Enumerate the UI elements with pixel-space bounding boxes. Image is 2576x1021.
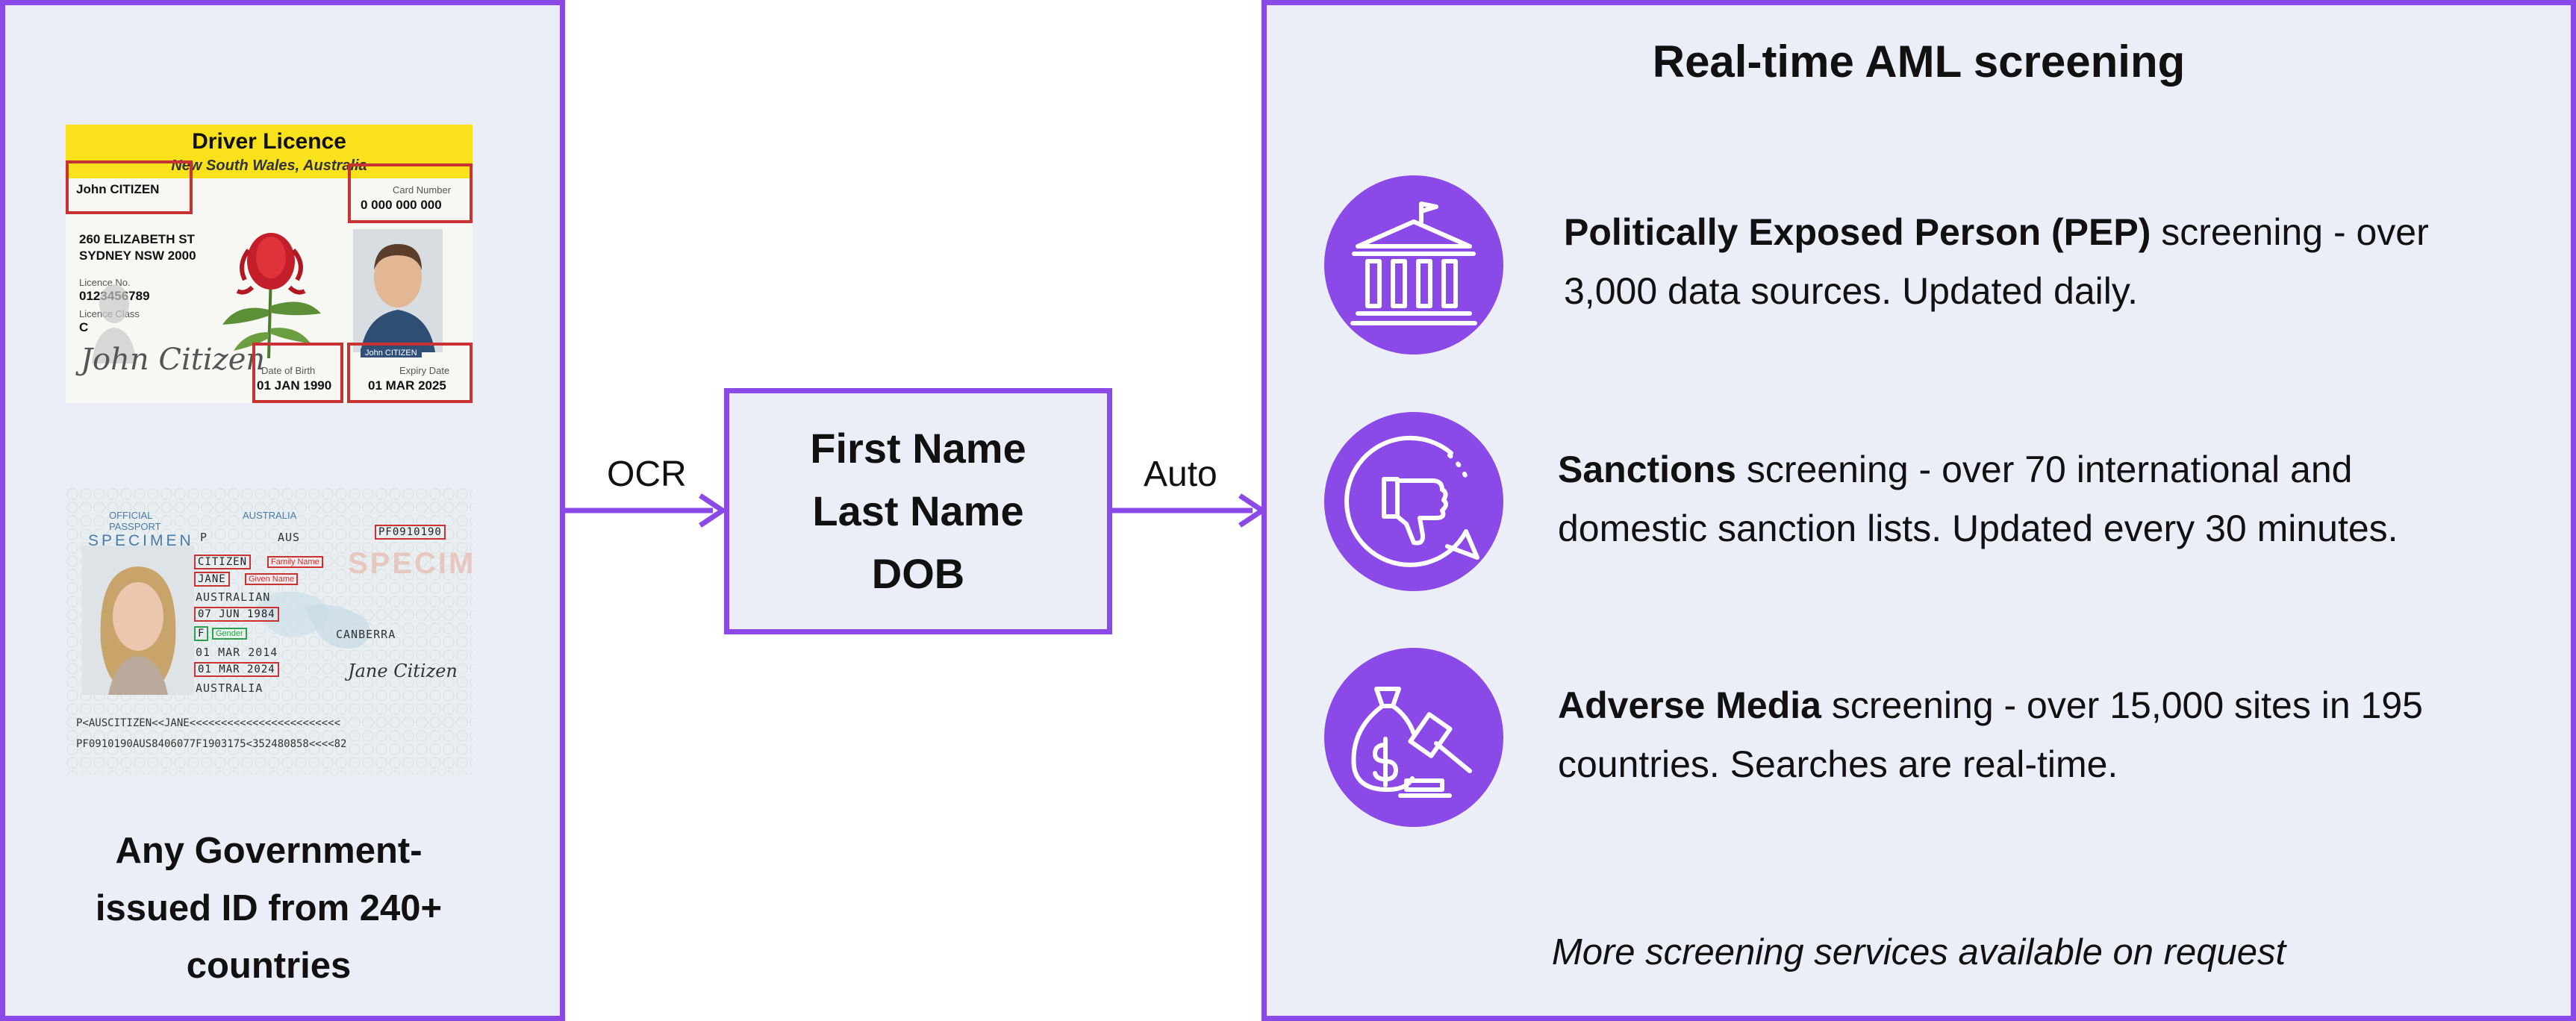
passport-sex: F: [194, 626, 209, 641]
pep-service-desc-2: 3,000 data sources. Updated daily.: [1564, 270, 2139, 312]
licence-photo-icon: [353, 229, 443, 352]
licence-signature: John Citizen: [81, 343, 266, 377]
extracted-fields-box: First Name Last Name DOB: [724, 388, 1112, 634]
licence-header: Driver Licence New South Wales, Australi…: [66, 125, 473, 178]
auto-label: Auto: [1144, 455, 1217, 494]
licence-class: C: [79, 320, 89, 334]
adverse-media-service-title: Adverse Media: [1558, 684, 1821, 726]
licence-name: John CITIZEN: [76, 182, 160, 196]
id-caption-line-3: countries: [186, 946, 352, 986]
card-number: 0 000 000 000: [361, 198, 442, 212]
expiry-highlight-box: [347, 343, 473, 403]
passport-image: OFFICIAL PASSPORT SPECIMEN AUSTRALIA P A…: [66, 487, 473, 775]
passport-place: CANBERRA: [336, 628, 396, 641]
passport-given-name: JANE: [194, 572, 230, 587]
licence-address-1: 260 ELIZABETH ST: [79, 232, 195, 246]
photo-caption: John CITIZEN: [361, 349, 422, 357]
ocr-label: OCR: [607, 455, 687, 494]
sanctions-service-desc-1: screening - over 70 international and: [1735, 449, 2353, 490]
driver-licence-image: Driver Licence New South Wales, Australi…: [66, 125, 473, 403]
aml-panel-title: Real-time AML screening: [1652, 37, 2186, 87]
gender-tag: Gender: [212, 628, 247, 640]
passport-signature: Jane Citizen: [348, 661, 458, 681]
last-name-field: Last Name: [812, 487, 1024, 534]
more-services-note: More screening services available on req…: [1551, 932, 2286, 972]
passport-type: P: [200, 531, 208, 544]
licence-expiry-label: Expiry Date: [399, 365, 450, 376]
pep-service-title: Politically Exposed Person (PEP): [1564, 211, 2151, 253]
surname-tag: Family Name: [267, 556, 323, 568]
adverse-media-service-desc-2: countries. Searches are real-time.: [1558, 743, 2118, 785]
passport-mrz-line-1: P<AUSCITIZEN<<JANE<<<<<<<<<<<<<<<<<<<<<<…: [76, 717, 341, 729]
auto-arrow: [1112, 493, 1267, 528]
card-number-highlight-box: [348, 163, 473, 223]
passport-country: AUSTRALIA: [243, 510, 297, 521]
ghost-portrait-icon: [92, 284, 137, 363]
adverse-media-service-text: Adverse Media screening - over 15,000 si…: [1558, 676, 2528, 794]
card-number-label: Card Number: [393, 184, 452, 196]
dob-field: DOB: [871, 550, 965, 597]
passport-header-passport: PASSPORT: [109, 521, 161, 532]
passport-specimen: SPECIMEN: [88, 532, 194, 549]
adverse-media-service-desc-1: screening - over 15,000 sites in 195: [1821, 684, 2423, 726]
passport-mrz-line-2: PF0910190AUS8406077F1903175<352480858<<<…: [76, 738, 347, 750]
name-highlight-box: [66, 160, 193, 214]
government-building-icon: [1324, 175, 1503, 355]
passport-nationality: AUSTRALIAN: [196, 590, 271, 604]
ocr-arrow: [565, 493, 728, 528]
sanctions-service-desc-2: domestic sanction lists. Updated every 3…: [1558, 508, 2398, 549]
first-name-field: First Name: [810, 425, 1026, 472]
passport-number: PF0910190: [375, 525, 446, 540]
passport-code: AUS: [278, 531, 301, 544]
passport-photo-icon: [82, 546, 194, 695]
sanctions-service-text: Sanctions screening - over 70 internatio…: [1558, 440, 2528, 558]
licence-expiry: 01 MAR 2025: [368, 378, 446, 393]
passport-header-official: OFFICIAL: [109, 510, 153, 521]
thumbs-down-speech-icon: [1324, 412, 1503, 591]
sanctions-service-title: Sanctions: [1558, 449, 1736, 490]
dob-highlight-box: [252, 343, 343, 403]
given-name-tag: Given Name: [245, 573, 299, 585]
passport-surname: CITIZEN: [194, 555, 252, 569]
passport-issue-date: 01 MAR 2014: [196, 646, 278, 659]
passport-dob: 07 JUN 1984: [194, 607, 279, 622]
pep-service-text: Politically Exposed Person (PEP) screeni…: [1564, 203, 2519, 321]
licence-dob-label: Date of Birth: [261, 365, 316, 376]
id-caption-line-2: issued ID from 240+: [95, 888, 443, 928]
money-bag-gavel-icon: [1324, 648, 1503, 827]
licence-dob: 01 JAN 1990: [257, 378, 332, 393]
id-caption: Any Government- issued ID from 240+ coun…: [45, 822, 493, 995]
pep-service-desc-1: screening - over: [2151, 211, 2429, 253]
passport-authority: AUSTRALIA: [196, 681, 263, 695]
waratah-flower-icon: [222, 233, 321, 359]
id-caption-line-1: Any Government-: [115, 831, 422, 871]
specimen-watermark: SPECIMEN: [348, 547, 473, 580]
licence-address-2: SYDNEY NSW 2000: [79, 249, 196, 263]
licence-title: Driver Licence: [192, 129, 346, 154]
passport-expiry: 01 MAR 2024: [194, 662, 279, 677]
licence-subtitle: New South Wales, Australia: [171, 157, 367, 174]
